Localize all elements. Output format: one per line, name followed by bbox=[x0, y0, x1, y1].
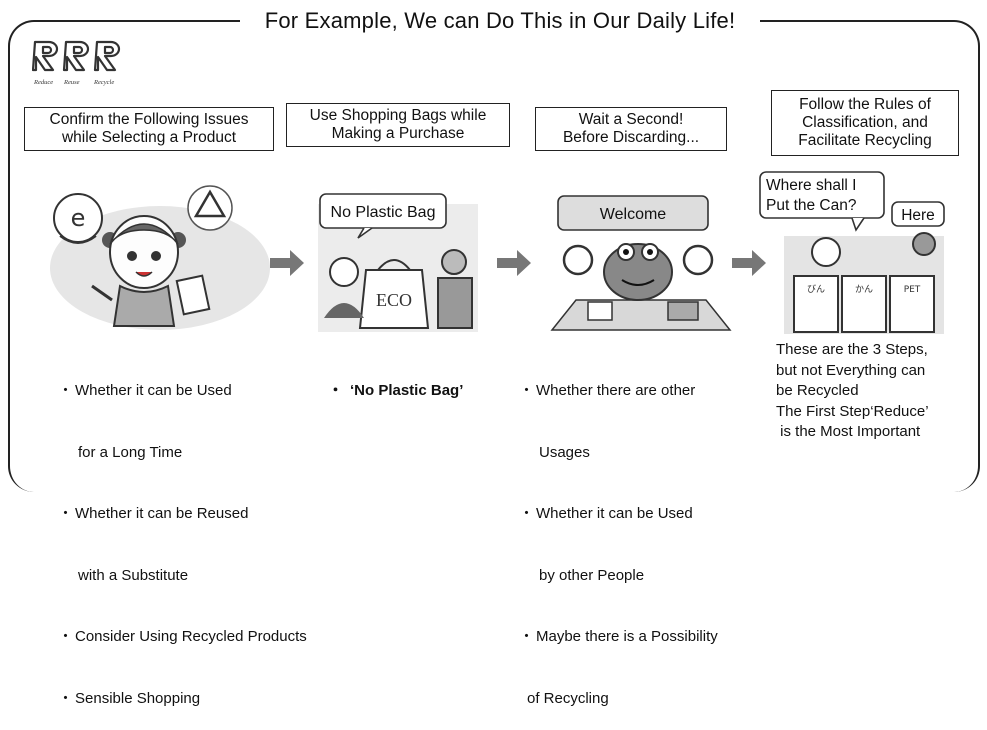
sorting-bins bbox=[793, 275, 935, 333]
bubble-here: Here bbox=[901, 207, 935, 224]
rrr-logo: Reduce Reuse Recycle bbox=[32, 40, 121, 86]
arrow-right-icon bbox=[270, 250, 304, 276]
list-item: ‘No Plastic Bag’ bbox=[328, 381, 463, 402]
speech-bubble bbox=[759, 171, 885, 232]
list-item: Whether there are other bbox=[519, 381, 718, 402]
bubble-no-plastic-bag: No Plastic Bag bbox=[331, 204, 436, 221]
bin-label-bottles: びん bbox=[807, 284, 825, 295]
step1-header: Confirm the Following Issues while Selec… bbox=[24, 107, 274, 151]
step2-header: Use Shopping Bags while Making a Purchas… bbox=[286, 103, 510, 147]
bubble-welcome: Welcome bbox=[600, 206, 666, 223]
eco-bag bbox=[358, 259, 430, 329]
list-item: Usages bbox=[539, 443, 590, 461]
logo-word-reduce: Reduce bbox=[33, 79, 53, 86]
step4-illustration: Where shall I Put the Can? Here びん かん PE… bbox=[759, 171, 945, 334]
svg-text:e: e bbox=[71, 204, 86, 232]
step4-summary: These are the 3 Steps, but not Everythin… bbox=[776, 341, 929, 440]
recycle-mark-icon bbox=[187, 185, 233, 231]
speech-bubble-here bbox=[891, 201, 945, 227]
list-item: by other People bbox=[539, 566, 645, 584]
bubble-where-can: Where shall I Put the Can? bbox=[766, 177, 861, 214]
frog-shopkeeper bbox=[603, 243, 673, 301]
step3-header: Wait a Second! Before Discarding... bbox=[535, 107, 727, 151]
list-item: Sensible Shopping bbox=[58, 689, 307, 710]
arrow-right-icon bbox=[732, 250, 766, 276]
logo-word-recycle: Recycle bbox=[93, 79, 114, 86]
arrow-right-icon bbox=[497, 250, 531, 276]
step4-header: Follow the Rules of Classification, and … bbox=[771, 90, 959, 156]
step1-illustration: e bbox=[50, 185, 270, 330]
step1-description: Whether it can be Used for a Long Time W… bbox=[58, 340, 307, 730]
step3-illustration: Welcome bbox=[550, 195, 732, 331]
list-item: Consider Using Recycled Products bbox=[58, 627, 307, 648]
speech-bubble bbox=[319, 193, 447, 239]
bin-label-pet: PET bbox=[904, 285, 921, 295]
logo-word-reuse: Reuse bbox=[63, 79, 80, 86]
step2-illustration: No Plastic Bag ECO bbox=[318, 193, 478, 332]
page-title: For Example, We can Do This in Our Daily… bbox=[240, 4, 760, 38]
list-item: with a Substitute bbox=[78, 566, 189, 584]
list-item: Whether it can be Reused bbox=[58, 504, 307, 525]
list-item: Whether it can be Used bbox=[58, 381, 307, 402]
eco-mark-icon: e bbox=[53, 193, 103, 244]
eco-bag-label: ECO bbox=[376, 290, 412, 310]
list-item: Whether it can be Used bbox=[519, 504, 718, 525]
step2-description: ‘No Plastic Bag’ bbox=[328, 340, 463, 422]
step3-description: Whether there are other Usages Whether i… bbox=[519, 340, 718, 730]
girl-figure bbox=[91, 215, 211, 327]
list-item: for a Long Time bbox=[78, 443, 183, 461]
list-item: Maybe there is a Possibility bbox=[519, 627, 718, 648]
list-item: of Recycling bbox=[527, 689, 609, 707]
bin-label-cans: かん bbox=[855, 284, 873, 295]
speech-bubble bbox=[557, 195, 709, 231]
